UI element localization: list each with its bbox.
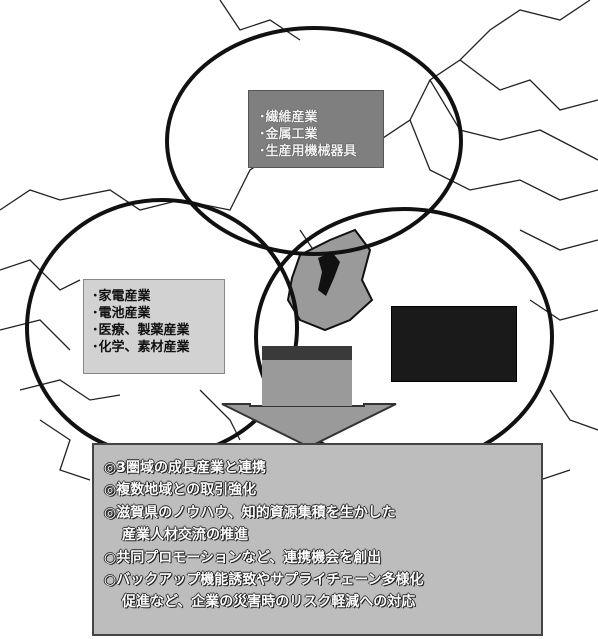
down-arrow <box>221 346 397 449</box>
summary-line: 産業人材交流の推進 <box>122 527 248 544</box>
summary-box: ◎3圏域の成長産業と連携 ◎複数地域との取引強化 ◎滋賀県のノウハウ、知的資源集… <box>92 443 543 636</box>
circle-top <box>165 26 463 256</box>
cluster-box-right <box>391 306 517 382</box>
summary-line: ○バックアップ機能誘致やサプライチェーン多様化 <box>104 572 424 589</box>
summary-line: ◎複数地域との取引強化 <box>104 482 257 499</box>
cluster-left-item: ･電池産業 <box>92 306 151 321</box>
cluster-top-item: ･金属工業 <box>259 127 318 142</box>
cluster-left-item: ･家電産業 <box>92 289 151 304</box>
cluster-left-item: ･化学、素材産業 <box>92 340 190 355</box>
summary-line: ◎滋賀県のノウハウ、知的資源集積を生かした <box>104 504 396 521</box>
lake-biwa-shape <box>318 252 340 296</box>
summary-line: ◎3圏域の成長産業と連携 <box>104 460 266 476</box>
summary-line: ○共同プロモーションなど、連携機会を創出 <box>104 549 382 566</box>
cluster-box-top: ･繊維産業 ･金属工業 ･生産用機械器具 <box>248 90 384 168</box>
cluster-top-item: ･生産用機械器具 <box>259 144 357 159</box>
cluster-left-item: ･医療、製薬産業 <box>92 323 190 338</box>
cluster-box-left: ･家電産業 ･電池産業 ･医療、製薬産業 ･化学、素材産業 <box>83 279 225 374</box>
cluster-top-item: ･繊維産業 <box>259 110 318 125</box>
summary-line: 促進など、企業の災害時のリスク軽減への対応 <box>122 594 416 611</box>
